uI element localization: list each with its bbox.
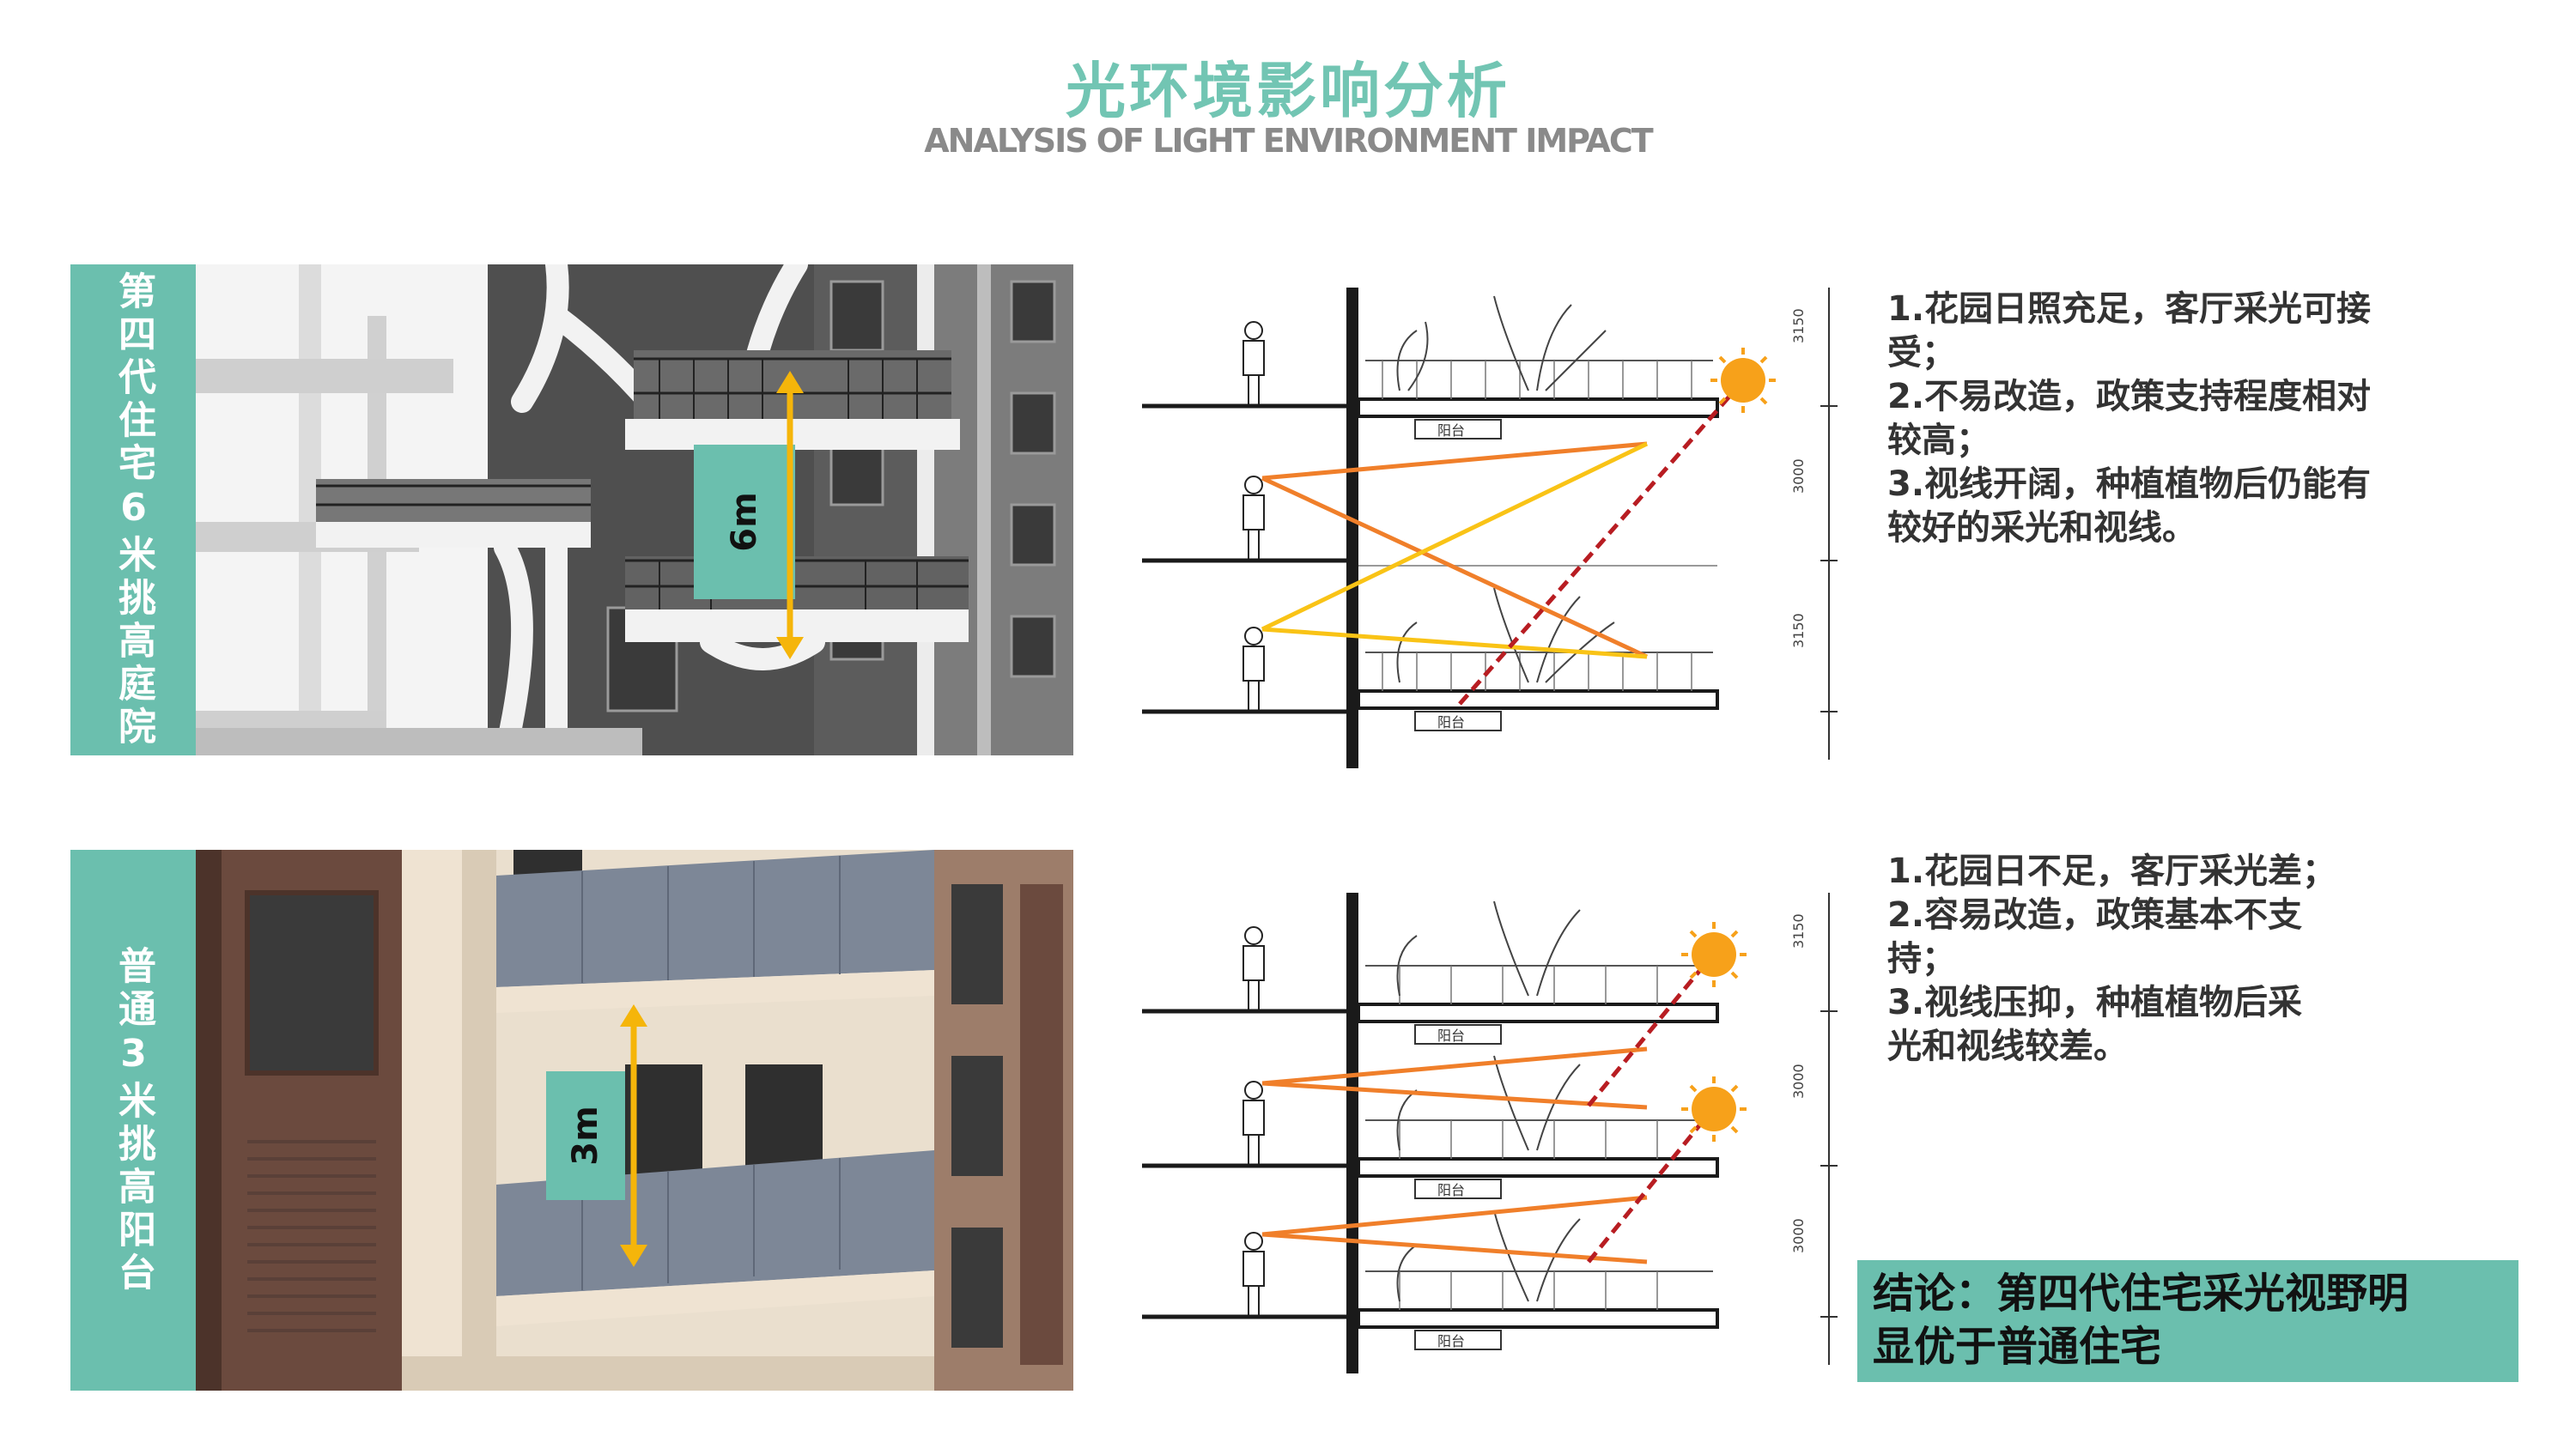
note-line: 3.视线开阔，种植植物后仍能有 xyxy=(1887,464,2372,504)
dimension-label: 3000 xyxy=(1790,1064,1807,1099)
dimension-label: 3000 xyxy=(1790,458,1807,494)
note-line: 2.容易改造，政策基本不支 xyxy=(1887,895,2303,935)
person-icon xyxy=(1242,321,1265,710)
section-tag: 阳台 xyxy=(1437,1182,1465,1198)
conclusion-text: 显优于普通住宅 xyxy=(1873,1323,2162,1371)
section-label-text: 第四代住宅6米挑高庭院 xyxy=(112,270,155,749)
dimension-label: 3150 xyxy=(1790,613,1807,648)
note-line: 2.不易改造，政策支持程度相对 xyxy=(1887,377,2372,416)
section-tag: 阳台 xyxy=(1437,714,1465,731)
note-line: 1.花园日照充足，客厅采光可接 xyxy=(1887,289,2372,329)
height-arrow-3m xyxy=(620,1004,647,1267)
person-icon xyxy=(1242,926,1265,1315)
section-diagram-fourth-gen: 阳台 阳台 3150 3000 3150 xyxy=(1142,288,1838,768)
section-diagram-ordinary: 阳台 阳台 阳台 3150 3000 xyxy=(1142,893,1838,1373)
section-tag: 阳台 xyxy=(1437,422,1465,439)
notes-fourth-gen: 1.花园日照充足，客厅采光可接 受； 2.不易改造，政策支持程度相对 较高； 3… xyxy=(1887,288,2540,550)
note-line: 光和视线较差。 xyxy=(1887,1027,2128,1066)
rendering-ordinary-balcony xyxy=(196,850,1073,1391)
sun-icon xyxy=(1681,1076,1747,1142)
note-line: 较高； xyxy=(1887,421,1990,460)
page-subtitle: ANALYSIS OF LIGHT ENVIRONMENT IMPACT xyxy=(924,122,1653,160)
dimension-label: 3150 xyxy=(1790,308,1807,343)
section-label-text: 普通3米挑高阳台 xyxy=(112,945,155,1295)
section-label-ordinary: 普通3米挑高阳台 xyxy=(70,850,196,1391)
page-title: 光环境影响分析 xyxy=(1066,56,1510,126)
note-line: 1.花园日不足，客厅采光差； xyxy=(1887,852,2337,891)
note-line: 3.视线压抑，种植植物后采 xyxy=(1887,983,2303,1022)
height-arrow-6m xyxy=(776,371,804,659)
notes-ordinary: 1.花园日不足，客厅采光差； 2.容易改造，政策基本不支 持； 3.视线压抑，种… xyxy=(1887,850,2540,1069)
sun-icon xyxy=(1681,922,1747,987)
height-tag-6m: 6m xyxy=(694,445,795,599)
note-line: 持； xyxy=(1887,939,1956,979)
section-tag: 阳台 xyxy=(1437,1028,1465,1044)
conclusion-text: 结论：第四代住宅采光视野明 xyxy=(1873,1270,2409,1318)
section-tag: 阳台 xyxy=(1437,1333,1465,1349)
height-tag-3m: 3m xyxy=(546,1071,625,1200)
dimension-label: 3000 xyxy=(1790,1218,1807,1253)
dimension-label: 3150 xyxy=(1790,913,1807,949)
section-label-fourth-gen: 第四代住宅6米挑高庭院 xyxy=(70,264,196,755)
note-line: 受； xyxy=(1887,333,1956,373)
note-line: 较好的采光和视线。 xyxy=(1887,508,2196,548)
rendering-fourth-gen-courtyard xyxy=(196,264,1073,755)
sun-icon xyxy=(1710,348,1776,413)
conclusion-box: 结论：第四代住宅采光视野明 显优于普通住宅 xyxy=(1857,1260,2518,1382)
